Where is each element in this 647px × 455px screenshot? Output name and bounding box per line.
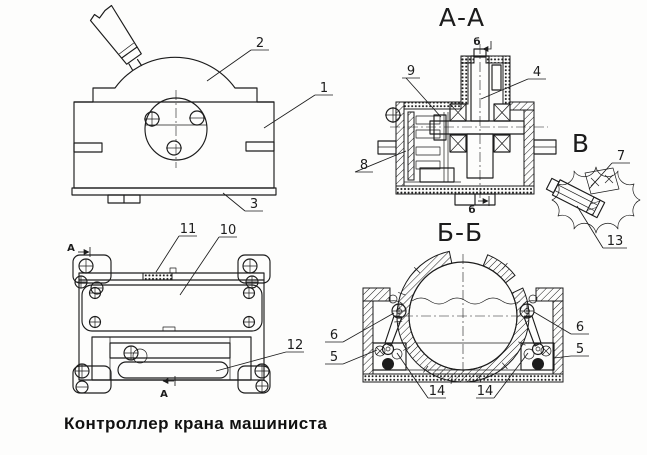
part-label-10: 10 [220,223,237,238]
svg-text:А: А [67,243,75,254]
part-label-6-right: 6 [576,320,584,335]
part-label-3: 3 [250,197,258,212]
part-label-6-left: 6 [330,328,338,343]
svg-text:б: б [469,204,476,216]
svg-text:А: А [160,389,168,400]
part-label-11: 11 [180,222,197,237]
part-label-4: 4 [533,65,541,80]
cut-marker-a-bottom: А [160,376,176,400]
bearing-symbols [449,103,511,153]
cut-marker-b-bottom: б [469,196,490,216]
part-label-5-left: 5 [330,350,338,365]
part-label-13: 13 [607,234,624,249]
handle [89,4,142,65]
detail-v: В 7 13 [545,129,641,249]
housing-wall-right [523,109,535,187]
detail-cloud [551,166,641,234]
part-label-14-left: 14 [429,384,446,399]
drawing-caption: Контроллер крана машиниста [64,414,327,433]
pawl-right [519,294,555,371]
bottom-view: А А 11 10 12 [67,222,304,400]
knurl-strip [142,272,173,281]
front-view: 2 1 3 [71,4,333,212]
part-label-7: 7 [617,149,625,164]
svg-text:б: б [474,36,481,48]
part-label-12: 12 [287,338,304,353]
section-aa-title: А-А [439,3,485,32]
sector-slot [117,361,229,379]
cut-marker-b-top: б [474,36,492,52]
latch-pin [545,177,606,219]
part-label-9: 9 [407,64,415,79]
part-label-14-right: 14 [477,384,494,399]
part-label-1: 1 [320,81,328,96]
corner-screws [74,258,270,394]
detail-v-title: В [572,129,590,158]
housing-outline [73,56,275,189]
panel-screws [88,286,256,329]
cam-ring [396,250,530,383]
cover-panel [81,284,263,332]
section-bb-title: Б-Б [437,218,483,247]
section-aa: А-А [354,3,557,216]
part-label-2: 2 [256,36,264,51]
mounting-plate [78,272,265,381]
part-label-5-right: 5 [576,342,584,357]
part-label-8: 8 [360,158,368,173]
cut-marker-a-top: А [67,243,91,257]
section-bb: Б-Б [325,218,589,399]
base-plate [71,187,277,196]
